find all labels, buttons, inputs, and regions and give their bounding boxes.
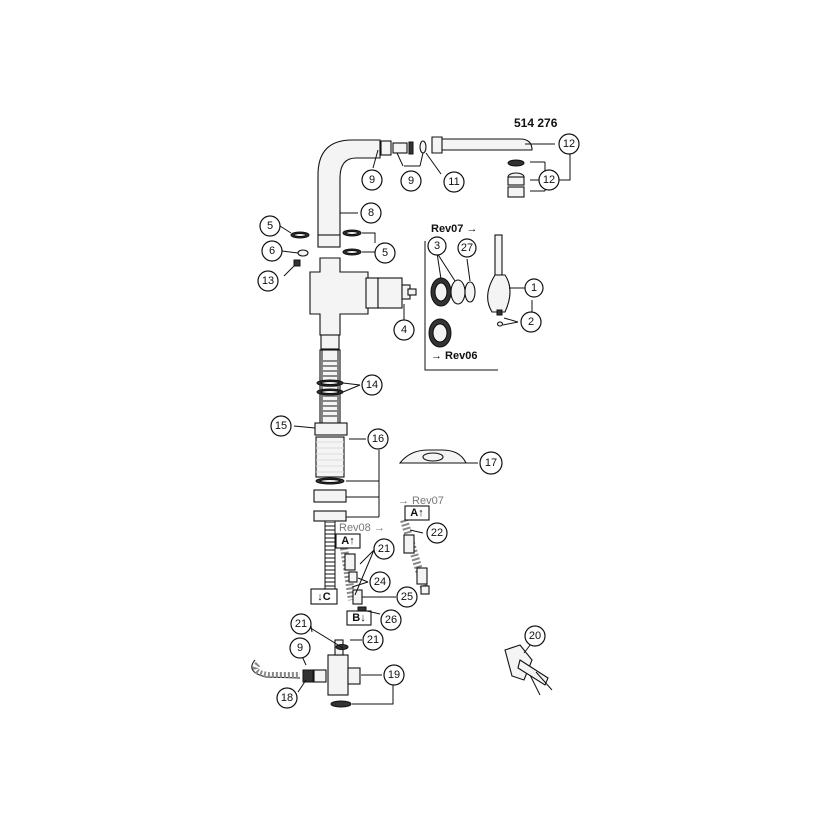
callout-7: 8 [360, 202, 382, 224]
callout-19: 19 [383, 664, 405, 686]
callout-12: 12 [538, 169, 560, 191]
svg-text:12: 12 [543, 174, 555, 186]
leader-lines [279, 143, 571, 705]
svg-text:14: 14 [366, 379, 378, 391]
svg-text:22: 22 [431, 527, 443, 539]
rev07-right-label: → Rev07 [398, 495, 444, 507]
svg-text:A↑: A↑ [341, 535, 354, 547]
svg-text:8: 8 [368, 207, 374, 219]
callout-20: 20 [524, 625, 546, 647]
callout-10: 11 [443, 171, 465, 193]
svg-text:25: 25 [401, 591, 413, 603]
svg-text:26: 26 [385, 614, 397, 626]
svg-text:24: 24 [374, 576, 386, 588]
part-number: 514 276 [514, 116, 558, 130]
svg-text:9: 9 [369, 174, 375, 186]
svg-text:12: 12 [563, 138, 575, 150]
svg-text:2: 2 [528, 316, 534, 328]
callout-2: 2 [520, 311, 542, 333]
svg-text:27: 27 [461, 242, 473, 254]
o-rings-upper [290, 229, 362, 267]
svg-text:16: 16 [372, 433, 384, 445]
callout-5-right: 5 [374, 242, 396, 264]
svg-text:4: 4 [401, 324, 407, 336]
callout-5-left: 5 [259, 215, 281, 237]
faucet-body [309, 139, 381, 350]
svg-text:21: 21 [378, 543, 390, 555]
svg-text:19: 19 [388, 669, 400, 681]
svg-text:A↑: A↑ [410, 507, 423, 519]
callout-14: 14 [361, 374, 383, 396]
callout-4: 4 [393, 319, 415, 341]
flow-label-a-left: A↑ [335, 533, 361, 549]
valve-assembly-right [400, 518, 430, 595]
callout-21-a: 21 [373, 538, 395, 560]
cartridge [377, 277, 417, 309]
svg-text:5: 5 [267, 220, 273, 232]
revision-box [424, 234, 511, 371]
callout-21-b: 21 [290, 613, 312, 635]
svg-text:11: 11 [448, 176, 459, 188]
svg-text:18: 18 [281, 692, 293, 704]
svg-text:21: 21 [367, 634, 379, 646]
svg-text:B↓: B↓ [352, 612, 365, 624]
callout-16: 16 [367, 428, 389, 450]
callout-24: 24 [369, 571, 391, 593]
callout-22: 22 [426, 522, 448, 544]
callout-9-top: 9 [400, 170, 422, 192]
svg-text:5: 5 [382, 247, 388, 259]
rev08-label: Rev08 → [339, 522, 385, 534]
callout-26: 26 [380, 609, 402, 631]
callout-18: 18 [276, 687, 298, 709]
callout-9-bottom: 9 [289, 637, 311, 659]
svg-text:1: 1 [531, 282, 537, 294]
tee-fitting [251, 639, 361, 708]
svg-text:21: 21 [295, 618, 307, 630]
svg-text:13: 13 [262, 275, 274, 287]
valve-assembly-left [340, 547, 367, 614]
flow-label-c: ↓C [310, 588, 338, 605]
svg-text:↓C: ↓C [317, 591, 331, 603]
flow-label-b: B↓ [346, 610, 372, 626]
callout-25: 25 [396, 586, 418, 608]
callout-13: 13 [257, 270, 279, 292]
svg-text:20: 20 [529, 630, 541, 642]
rev07-top-label: Rev07 → [431, 223, 477, 235]
callout-21-c: 21 [362, 629, 384, 651]
svg-text:17: 17 [485, 457, 497, 469]
escutcheon-plate [398, 449, 467, 464]
svg-text:6: 6 [269, 245, 275, 257]
flow-label-a-right: A↑ [404, 505, 430, 521]
callout-8: 9 [361, 169, 383, 191]
callout-17: 17 [479, 451, 503, 475]
spray-head [431, 136, 533, 154]
mounting-clamp [504, 644, 553, 696]
shank-and-hoses [313, 349, 348, 600]
callout-27: 27 [457, 238, 477, 258]
callout-11: 12 [558, 133, 580, 155]
svg-text:15: 15 [275, 420, 287, 432]
callout-1: 1 [524, 278, 544, 298]
callout-3: 3 [427, 236, 447, 256]
hose-connector [380, 140, 427, 156]
callout-15: 15 [270, 415, 292, 437]
svg-text:3: 3 [434, 240, 440, 252]
svg-text:9: 9 [297, 642, 303, 654]
aerator-parts [507, 159, 525, 198]
rev06-label: → Rev06 [431, 350, 477, 362]
svg-text:9: 9 [408, 175, 414, 187]
callout-6: 6 [261, 240, 283, 262]
